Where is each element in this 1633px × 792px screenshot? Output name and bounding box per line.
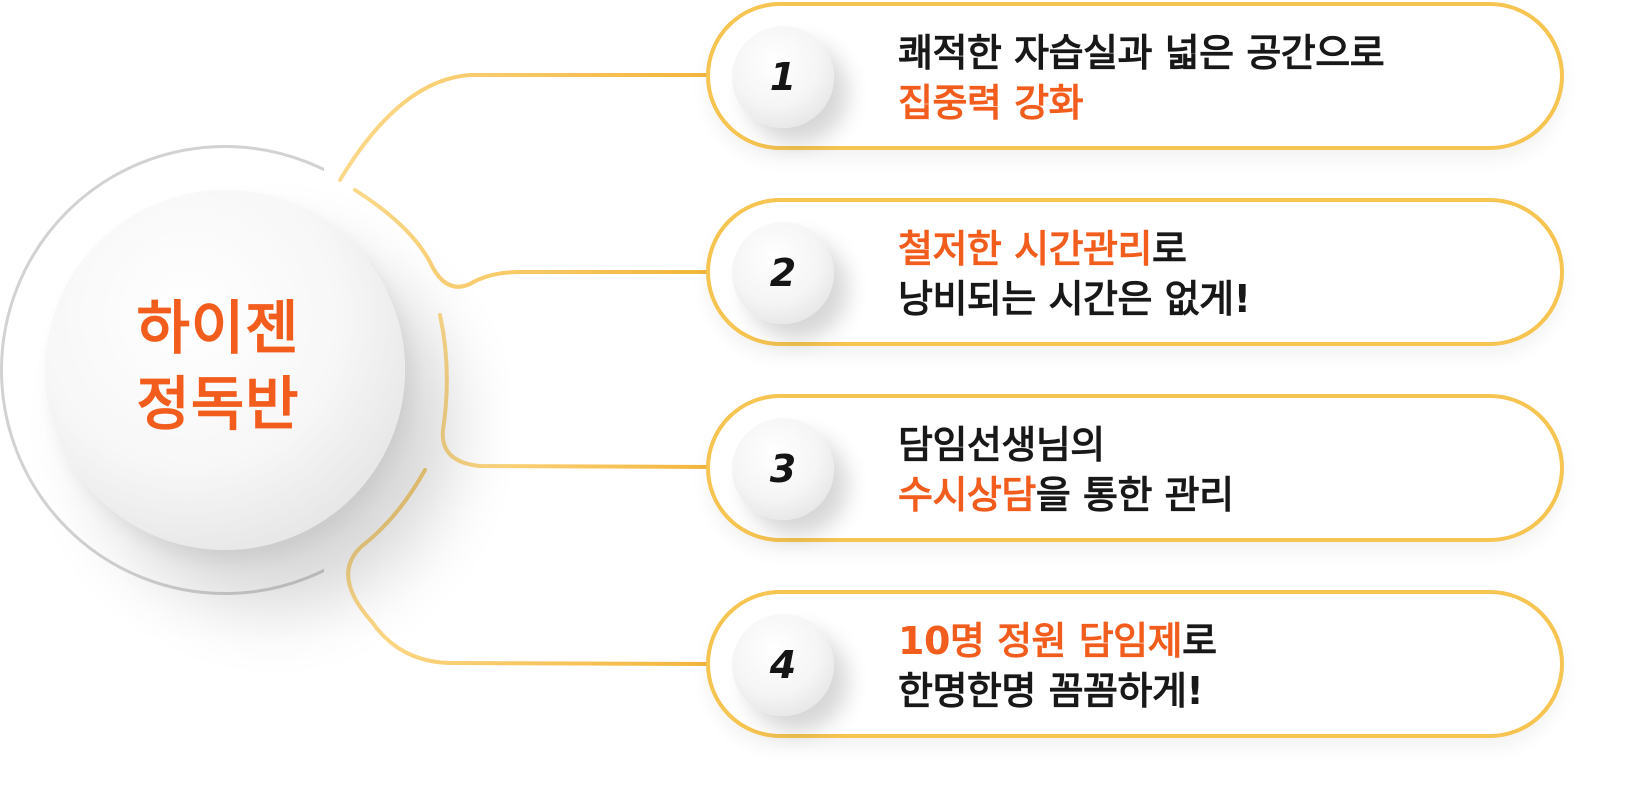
hub-title-line1: 하이젠	[136, 294, 300, 362]
item-line1: 담임선생님의	[898, 420, 1234, 470]
item-text: 10명 정원 담임제로 한명한명 꼼꼼하게!	[898, 616, 1217, 716]
text-segment: 낭비되는 시간은 없게!	[898, 277, 1251, 321]
number-ball	[732, 614, 834, 716]
highlight-text: 철저한 시간관리	[898, 227, 1152, 271]
number-ball	[732, 222, 834, 324]
connector-2	[353, 188, 714, 289]
hub-sphere	[45, 190, 405, 550]
hub-title: 하이젠 정독반	[45, 290, 391, 442]
text-segment: 을 통한 관리	[1035, 473, 1234, 517]
highlight-text: 집중력 강화	[898, 81, 1084, 125]
item-card-3: 3 담임선생님의 수시상담을 통한 관리	[706, 394, 1564, 542]
item-text: 철저한 시간관리로 낭비되는 시간은 없게!	[898, 224, 1251, 324]
item-line1: 10명 정원 담임제로	[898, 616, 1217, 666]
text-segment: 쾌적한 자습실과 넓은 공간으로	[898, 31, 1385, 75]
connector-3	[438, 313, 714, 469]
item-line2: 수시상담을 통한 관리	[898, 470, 1234, 520]
highlight-text: 10명 정원 담임제	[898, 619, 1183, 663]
item-line1: 쾌적한 자습실과 넓은 공간으로	[898, 28, 1385, 78]
item-card-1: 1 쾌적한 자습실과 넓은 공간으로 집중력 강화	[706, 2, 1564, 150]
item-line1: 철저한 시간관리로	[898, 224, 1250, 274]
item-text: 쾌적한 자습실과 넓은 공간으로 집중력 강화	[898, 28, 1385, 128]
number-ball	[732, 26, 834, 128]
connector-1	[338, 73, 714, 182]
item-number: 3	[769, 447, 797, 491]
item-card-4: 4 10명 정원 담임제로 한명한명 꼼꼼하게!	[706, 590, 1564, 738]
highlight-text: 수시상담	[898, 473, 1036, 517]
item-card-2: 2 철저한 시간관리로 낭비되는 시간은 없게!	[706, 198, 1564, 346]
number-ball	[732, 418, 834, 520]
item-line2: 집중력 강화	[898, 78, 1384, 128]
item-number: 1	[769, 55, 797, 99]
item-line2: 낭비되는 시간은 없게!	[898, 274, 1251, 324]
text-segment: 로	[1182, 619, 1217, 663]
item-line2: 한명한명 꼼꼼하게!	[898, 666, 1217, 716]
text-segment: 로	[1151, 227, 1187, 271]
text-segment: 한명한명 꼼꼼하게!	[898, 669, 1204, 713]
item-text: 담임선생님의 수시상담을 통한 관리	[898, 420, 1234, 520]
connector-4	[346, 468, 714, 666]
text-segment: 담임선생님의	[898, 423, 1105, 467]
item-number: 4	[769, 643, 797, 687]
hub-title-line2: 정독반	[136, 370, 300, 438]
item-number: 2	[769, 251, 797, 295]
